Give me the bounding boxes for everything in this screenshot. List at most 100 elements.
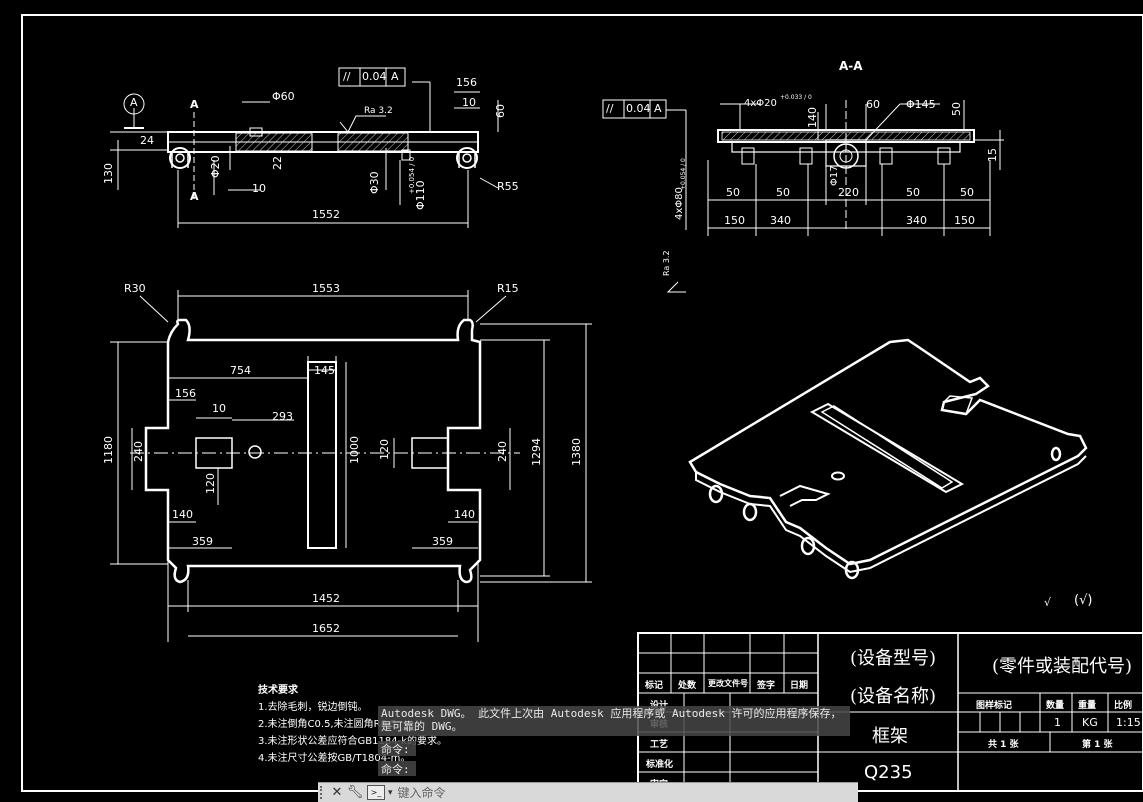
- dim-140b-plan: 140: [454, 508, 475, 521]
- surface-finish-note: (√): [1074, 593, 1093, 608]
- command-message: Autodesk DWG。 此文件上次由 Autodesk 应用程序或 Auto…: [378, 706, 850, 736]
- front-view: [110, 67, 499, 228]
- dim-phi30-front: Φ30: [368, 171, 381, 194]
- flatness-symbol-front: //: [343, 70, 351, 83]
- qty-value: 1: [1054, 716, 1061, 729]
- part-name: 框架: [872, 726, 908, 747]
- surface-finish-icon: √: [1044, 596, 1052, 609]
- dim-50r-section: 50: [950, 102, 963, 116]
- dim-359b-plan: 359: [432, 535, 453, 548]
- header-sign: 签字: [757, 681, 776, 691]
- grip-handle[interactable]: [320, 786, 328, 799]
- dim-holes80-section: 4xΦ80: [674, 187, 685, 220]
- header-weight: 重量: [1078, 701, 1097, 711]
- tech-notes: 技术要求 1.去除毛刺，锐边倒钝。 2.未注倒角C0.5,未注圆角R0.5。 3…: [258, 682, 447, 767]
- header-process: 工艺: [650, 740, 669, 750]
- dim-220-section: 220: [838, 186, 859, 199]
- dim-140-section: 140: [806, 107, 819, 128]
- dim-10-plan: 10: [212, 402, 226, 415]
- scale-value: 1:15: [1116, 716, 1141, 729]
- dim-359a-plan: 359: [192, 535, 213, 548]
- dim-phi145-section: Φ145: [906, 98, 936, 111]
- equipment-name: (设备名称): [850, 686, 937, 707]
- flatness-value-front: 0.04: [362, 70, 387, 83]
- part-code: (零件或装配代号): [992, 656, 1133, 677]
- dim-145-plan: 145: [314, 364, 335, 377]
- dim-phi60-front: Φ60: [272, 90, 295, 103]
- dim-340b-section: 340: [906, 214, 927, 227]
- dim-150a-section: 150: [724, 214, 745, 227]
- sheet-no: 第 1 张: [1082, 740, 1113, 750]
- dim-holes-tol-section: +0.033 / 0: [780, 94, 812, 101]
- header-change-doc: 更改文件号: [708, 679, 748, 688]
- dim-156-plan: 156: [175, 387, 196, 400]
- header-date: 日期: [790, 681, 809, 691]
- command-bar: ✕ 🔧︎ >_ ▾: [318, 782, 858, 802]
- tech-notes-line-4: 4.未注尺寸公差按GB/T1804-m。: [258, 753, 411, 764]
- dim-130-front: 130: [102, 163, 115, 184]
- dim-1294-plan: 1294: [530, 438, 543, 466]
- dim-50c-section: 50: [906, 186, 920, 199]
- dim-1652-plan: 1652: [312, 622, 340, 635]
- flatness-symbol-section: //: [606, 102, 614, 115]
- flatness-value-section: 0.04: [626, 102, 651, 115]
- dim-10b-front: 10: [252, 182, 266, 195]
- header-count: 处数: [678, 681, 697, 691]
- tech-notes-line-3: 3.未注形状公差应符合GB1184-k的要求。: [258, 736, 447, 747]
- roughness-section: Ra 3.2: [662, 250, 671, 276]
- dim-phi20-front: Φ20: [209, 155, 222, 178]
- view-mark-a-top: A: [190, 98, 199, 111]
- chevron-down-icon[interactable]: ▾: [388, 787, 393, 798]
- dim-240-plan: 240: [132, 441, 145, 462]
- weight-unit: KG: [1082, 716, 1098, 729]
- flatness-datum-section: A: [654, 102, 662, 115]
- wrench-icon[interactable]: 🔧︎: [346, 785, 364, 800]
- view-mark-a-circle: A: [130, 96, 138, 109]
- section-view: [602, 99, 1004, 293]
- dim-50b-section: 50: [776, 186, 790, 199]
- header-mark: 标记: [645, 681, 664, 691]
- dim-phi110-tol-front: +0.054 / 0: [408, 156, 416, 194]
- header-qty: 数量: [1046, 701, 1065, 711]
- dim-60-section: 60: [866, 98, 880, 111]
- dim-15-section: 15: [986, 148, 999, 162]
- view-mark-a-bottom: A: [190, 190, 199, 203]
- command-prompt-icon[interactable]: >_: [367, 785, 385, 800]
- dim-340a-section: 340: [770, 214, 791, 227]
- command-history-2: 命令:: [378, 761, 416, 776]
- roughness-front: Ra 3.2: [364, 106, 393, 116]
- sheets-total: 共 1 张: [988, 740, 1019, 750]
- dim-1000-plan: 1000: [348, 436, 361, 464]
- dim-10-front: 10: [462, 96, 476, 109]
- dim-293-plan: 293: [272, 410, 293, 423]
- dim-140a-plan: 140: [172, 508, 193, 521]
- dim-754-plan: 754: [230, 364, 251, 377]
- dim-1180-plan: 1180: [102, 436, 115, 464]
- dim-60-front: 60: [494, 104, 507, 118]
- flatness-datum-front: A: [391, 70, 399, 83]
- isometric-view: [688, 338, 1088, 580]
- dim-24-front: 24: [140, 134, 154, 147]
- header-scale: 比例: [1114, 701, 1133, 711]
- command-input[interactable]: [395, 783, 858, 802]
- plan-view: [110, 290, 592, 642]
- dim-150b-section: 150: [954, 214, 975, 227]
- command-history-1: 命令:: [378, 741, 416, 756]
- tech-notes-line-2: 2.未注倒角C0.5,未注圆角R0.5。: [258, 719, 407, 730]
- equipment-model: (设备型号): [850, 648, 937, 669]
- dim-r30-plan: R30: [124, 282, 146, 295]
- dim-phi17-section: Φ17: [829, 165, 840, 186]
- material: Q235: [864, 762, 913, 783]
- dim-1452-plan: 1452: [312, 592, 340, 605]
- dim-50d-section: 50: [960, 186, 974, 199]
- dim-120a-plan: 120: [204, 473, 217, 494]
- tech-notes-line-1: 1.去除毛刺，锐边倒钝。: [258, 702, 368, 713]
- dim-r15-plan: R15: [497, 282, 519, 295]
- close-icon[interactable]: ✕: [331, 785, 343, 800]
- dim-50a-section: 50: [726, 186, 740, 199]
- section-title: A-A: [839, 59, 863, 73]
- dim-1380-plan: 1380: [570, 438, 583, 466]
- dim-156-front: 156: [456, 76, 477, 89]
- dim-1553-plan: 1553: [312, 282, 340, 295]
